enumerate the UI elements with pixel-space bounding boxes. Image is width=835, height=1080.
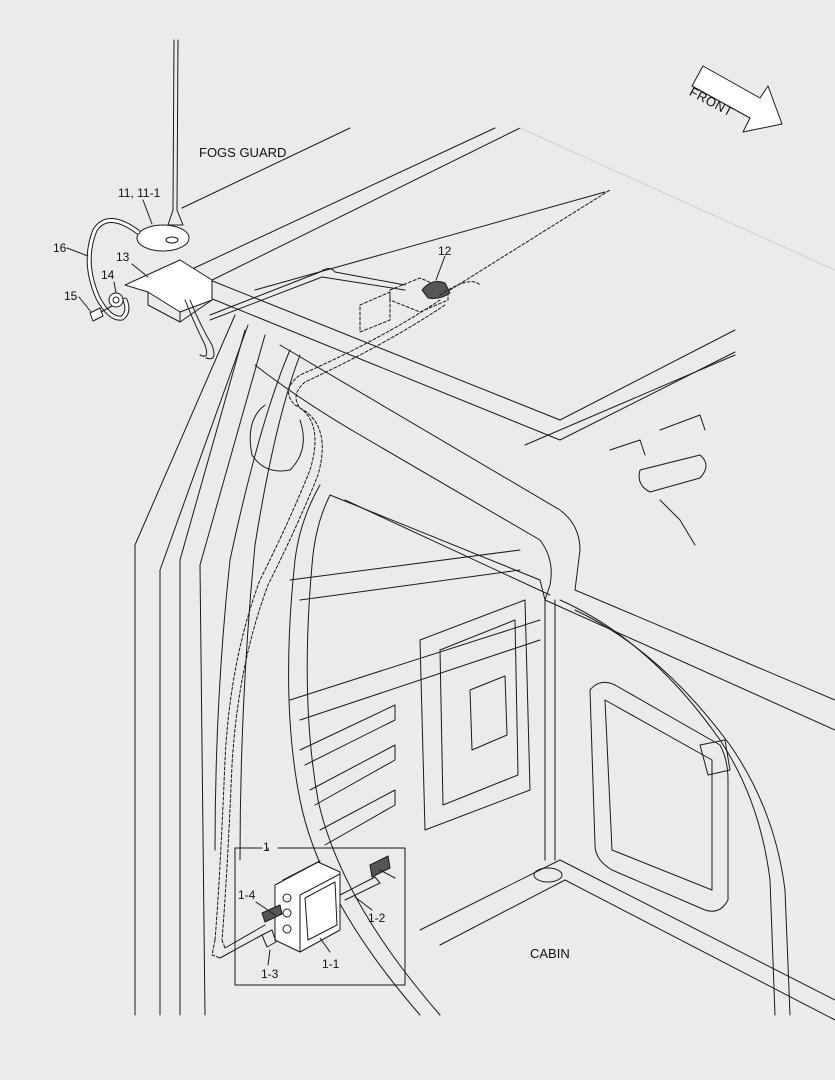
roof-outline [181,127,835,446]
callout-1-4: 1-4 [238,888,256,902]
cabin-frame [134,314,835,1016]
antenna-cable [209,268,406,321]
fogs-guard-label: FOGS GUARD [199,145,287,160]
dashed-cable-route [211,189,611,959]
radio-inset [219,847,406,986]
callout-12: 12 [438,244,452,258]
callout-1: 1 [263,840,270,854]
antenna-assembly [86,39,215,360]
callout-1-2: 1-2 [368,911,386,925]
callout-1-1: 1-1 [322,957,340,971]
cabin-label: CABIN [530,946,570,961]
connector-12 [359,277,451,333]
cabin-interior [289,414,835,1021]
callout-11: 11, 11-1 [118,186,161,200]
callout-14: 14 [101,268,115,282]
callout-13: 13 [116,250,130,264]
callout-15: 15 [64,289,78,303]
leader-lines [66,199,446,966]
callout-16: 16 [53,241,67,255]
callout-1-3: 1-3 [261,967,279,981]
front-arrow [691,65,783,133]
